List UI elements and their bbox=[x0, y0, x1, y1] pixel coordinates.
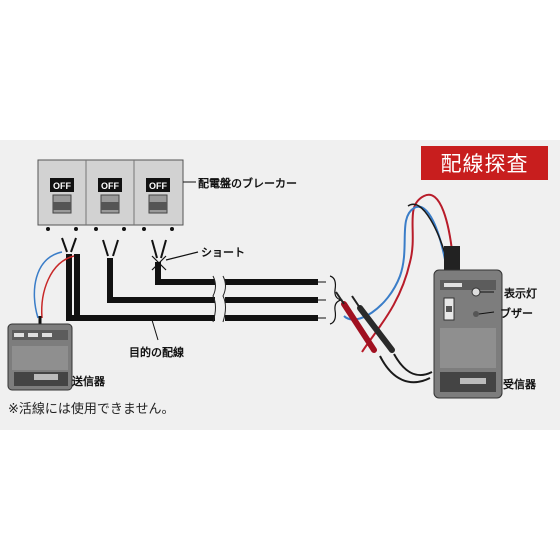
switch-label-3: OFF bbox=[149, 181, 167, 191]
clip-pair-3 bbox=[151, 239, 167, 259]
clip-pair-1 bbox=[61, 237, 77, 253]
transmitter-label: 送信器 bbox=[72, 375, 105, 388]
buzzer-label: ブザー bbox=[500, 307, 533, 320]
switch-label-1: OFF bbox=[53, 181, 71, 191]
live-wire-warning-note: ※活線には使用できません。 bbox=[8, 402, 175, 417]
probe-cables bbox=[379, 353, 433, 384]
indicator-lamp-label: 表示灯 bbox=[504, 287, 537, 300]
receiver-device bbox=[433, 246, 503, 399]
breaker-panel: OFF OFF OFF bbox=[37, 159, 184, 231]
probe-black bbox=[351, 295, 395, 353]
page-title: 配線探査 bbox=[421, 146, 548, 180]
receiver-label: 受信器 bbox=[503, 378, 536, 391]
wire-ends bbox=[318, 281, 326, 319]
breaker-switch-3: OFF bbox=[146, 178, 170, 214]
switch-label-2: OFF bbox=[101, 181, 119, 191]
probe-red bbox=[335, 291, 377, 353]
wire-break bbox=[212, 275, 226, 323]
short-label: ショート bbox=[201, 246, 245, 259]
clip-pair-2 bbox=[102, 239, 119, 257]
breaker-switch-2: OFF bbox=[98, 178, 122, 214]
breaker-switch-1: OFF bbox=[50, 178, 74, 214]
transmitter-red-lead bbox=[41, 255, 75, 319]
short-marker bbox=[151, 251, 199, 271]
transmitter-device bbox=[7, 323, 73, 391]
wires bbox=[66, 254, 318, 321]
receiver-red-cable bbox=[361, 193, 455, 353]
target-wire-label: 目的の配線 bbox=[129, 346, 184, 359]
target-wire-pointer bbox=[151, 319, 159, 341]
transmitter-blue-lead bbox=[33, 251, 63, 319]
terminal-dots bbox=[46, 227, 174, 231]
receiver-blue-cable bbox=[343, 205, 448, 321]
breaker-label: 配電盤のブレーカー bbox=[198, 177, 297, 190]
